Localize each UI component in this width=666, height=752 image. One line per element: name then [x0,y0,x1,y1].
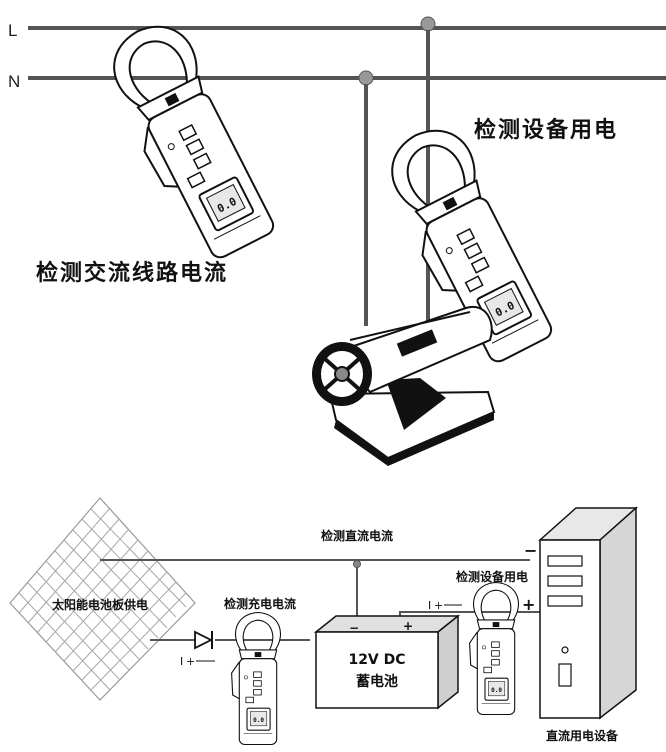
heater-appliance [312,305,496,466]
device-power-label-bottom: 检测设备用电 [456,569,528,584]
dc-junction [353,560,361,568]
battery-positive-terminal: + [403,619,413,633]
svg-text:+: + [434,599,443,612]
battery-name-label: 蓄电池 [356,673,398,690]
device-power-caption-top: 检测设备用电 [474,117,618,143]
dc-current-label: 检测直流电流 [321,528,393,543]
ac-line-current-caption: 检测交流线路电流 [36,260,228,286]
solar-panel [9,497,196,701]
charge-current-label: 检测充电电流 [224,596,296,611]
svg-text:I: I [428,599,431,612]
neutral-label: N [8,72,20,91]
dc-device-label: 直流用电设备 [546,728,619,743]
junction-live [420,16,436,32]
device-current-indicator: I + [428,599,462,612]
solar-supply-label: 太阳能电池板供电 [52,597,148,612]
dc-device-tower [538,506,638,720]
charge-current-indicator: I + [180,655,215,668]
svg-text:I: I [180,655,183,668]
diode-symbol [194,630,214,650]
battery-negative-terminal: − [349,621,359,635]
junction-neutral [358,70,374,86]
battery [313,614,461,710]
clamp-meter-charge [231,611,282,746]
device-positive-terminal: + [522,595,535,614]
battery-voltage-label: 12V DC [348,652,405,668]
clamp-meter-device [469,581,520,716]
clamp-meter-left [93,11,284,269]
device-negative-terminal: − [524,541,537,560]
svg-text:+: + [186,655,195,668]
live-label: L [8,21,17,40]
